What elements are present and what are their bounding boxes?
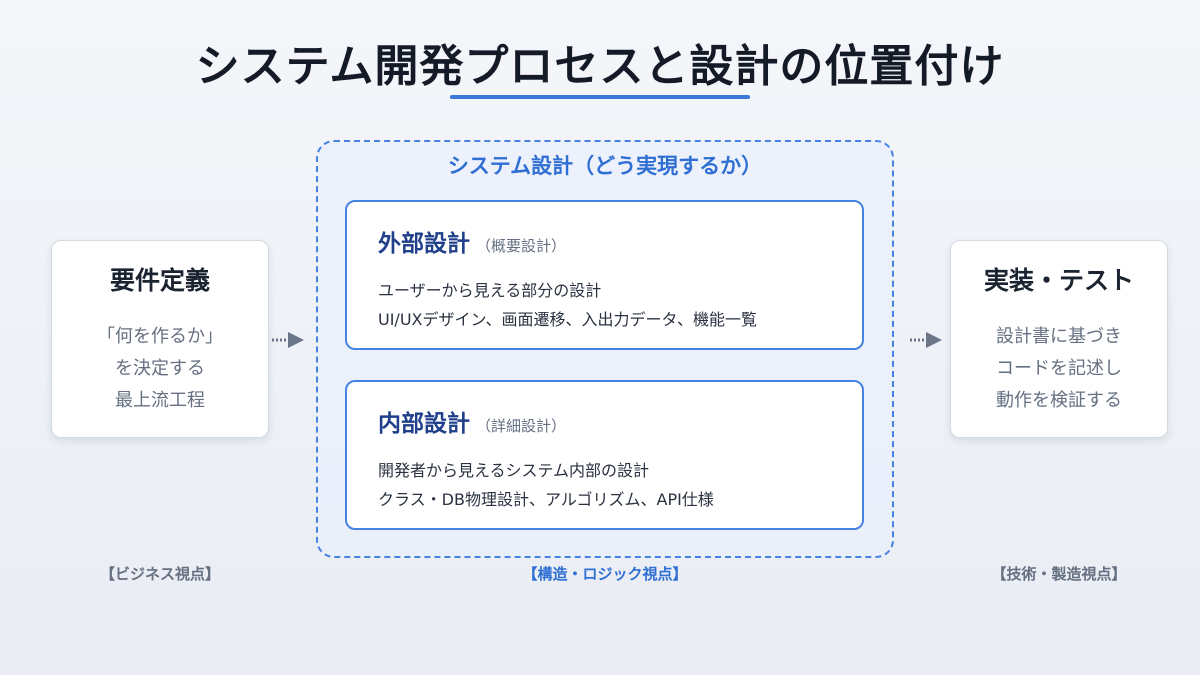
requirements-title: 要件定義 bbox=[109, 266, 210, 295]
internal-design-box: 内部設計 （詳細設計） 開発者から見えるシステム内部の設計 クラス・DB物理設計、… bbox=[345, 380, 864, 530]
implementation-box: 実装・テスト 設計書に基づき コードを記述し 動作を検証する bbox=[950, 240, 1168, 438]
internal-design-title: 内部設計 bbox=[378, 411, 470, 437]
external-design-line: UI/UXデザイン、画面遷移、入出力データ、機能一覧 bbox=[378, 310, 758, 329]
requirements-line: を決定する bbox=[115, 358, 205, 379]
technical-perspective-label: 【技術・製造視点】 bbox=[991, 565, 1127, 583]
page-title: システム開発プロセスと設計の位置付け bbox=[195, 41, 1005, 92]
arrow-right-icon bbox=[272, 332, 304, 348]
implementation-description: 設計書に基づき コードを記述し 動作を検証する bbox=[951, 321, 1167, 417]
internal-design-description: 開発者から見えるシステム内部の設計 クラス・DB物理設計、アルゴリズム、API仕… bbox=[378, 456, 862, 514]
requirements-box: 要件定義 「何を作るか」 を決定する 最上流工程 bbox=[51, 240, 269, 438]
arrow-right-icon bbox=[910, 332, 942, 348]
requirements-description: 「何を作るか」 を決定する 最上流工程 bbox=[52, 321, 268, 417]
structure-perspective-label: 【構造・ロジック視点】 bbox=[522, 565, 688, 583]
system-design-title: システム設計（どう実現するか） bbox=[447, 154, 763, 178]
external-design-subtitle: （概要設計） bbox=[476, 237, 567, 255]
external-design-box: 外部設計 （概要設計） ユーザーから見える部分の設計 UI/UXデザイン、画面遷移… bbox=[345, 200, 864, 350]
implementation-title: 実装・テスト bbox=[983, 266, 1134, 295]
implementation-line: コードを記述し bbox=[996, 358, 1122, 379]
internal-design-subtitle: （詳細設計） bbox=[476, 417, 567, 435]
external-design-description: ユーザーから見える部分の設計 UI/UXデザイン、画面遷移、入出力データ、機能一… bbox=[378, 276, 862, 334]
internal-design-line: クラス・DB物理設計、アルゴリズム、API仕様 bbox=[378, 490, 714, 509]
title-underline bbox=[450, 95, 750, 99]
implementation-line: 設計書に基づき bbox=[996, 326, 1122, 347]
requirements-line: 「何を作るか」 bbox=[97, 326, 223, 347]
internal-design-line: 開発者から見えるシステム内部の設計 bbox=[378, 461, 650, 480]
business-perspective-label: 【ビジネス視点】 bbox=[99, 565, 220, 583]
external-design-line: ユーザーから見える部分の設計 bbox=[378, 281, 602, 300]
implementation-line: 動作を検証する bbox=[996, 390, 1122, 411]
requirements-line: 最上流工程 bbox=[115, 390, 205, 411]
external-design-title: 外部設計 bbox=[378, 231, 470, 257]
internal-design-header: 内部設計 （詳細設計） bbox=[378, 404, 862, 438]
external-design-header: 外部設計 （概要設計） bbox=[378, 224, 862, 258]
